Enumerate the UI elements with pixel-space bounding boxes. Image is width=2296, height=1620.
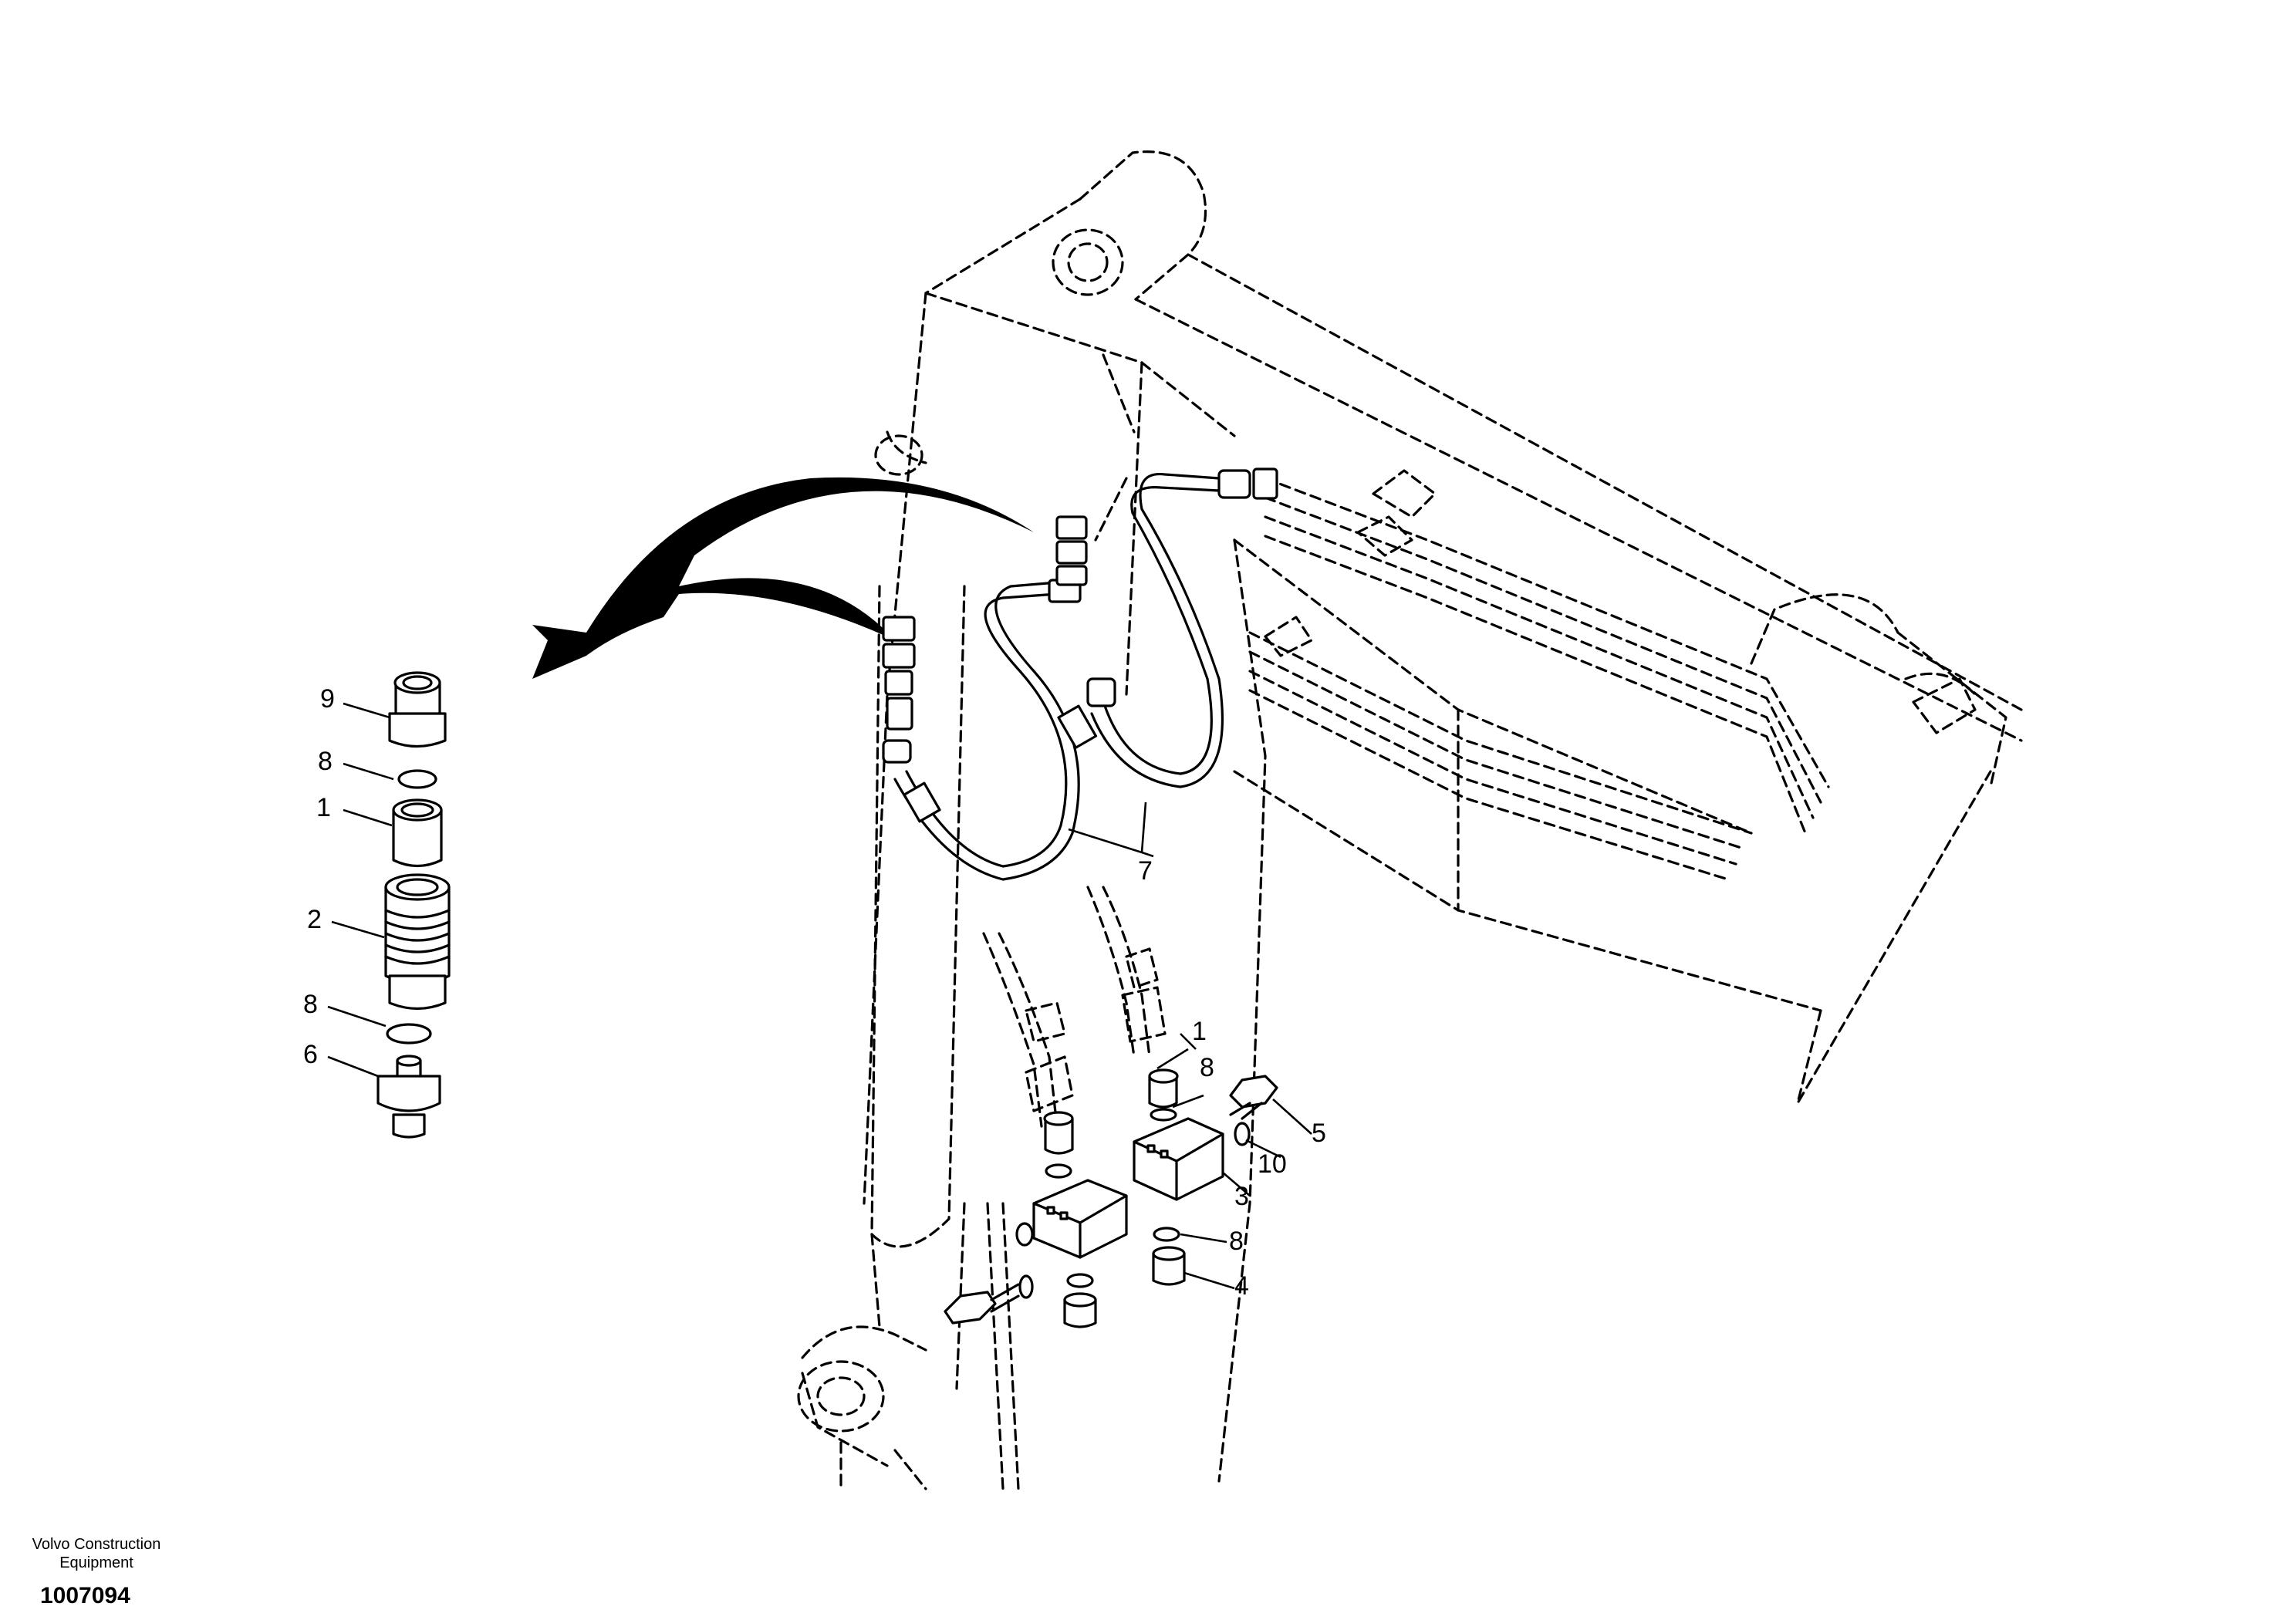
callout-2: 2 [307,905,322,934]
boom-outline [924,150,2023,1105]
callout-9: 9 [320,684,335,714]
company-name-line1: Volvo Construction [32,1536,161,1553]
leader-lines [327,702,1312,1290]
direction-arrow [532,477,1034,679]
callout-10: 10 [1258,1149,1287,1179]
document-number: 1007094 [40,1583,130,1608]
company-name-line2: Equipment [59,1554,133,1571]
callout-3: 3 [1234,1182,1249,1211]
callout-8-b: 8 [303,990,318,1019]
exploded-coupling-stack [376,671,451,1139]
arm-outline [797,292,1267,1490]
callout-6: 6 [303,1040,318,1069]
callout-7: 7 [1138,856,1153,886]
callout-1-a: 1 [316,793,331,822]
manifold-left [944,1111,1128,1328]
callout-8-c: 8 [1200,1053,1214,1082]
callout-4: 4 [1234,1271,1249,1301]
hose-assembly-7 [882,467,1278,881]
callout-1-b: 1 [1192,1017,1207,1046]
footer: Volvo Construction Equipment 1007094 [32,1536,161,1608]
manifold-right [1133,1068,1278,1286]
callout-5: 5 [1312,1119,1326,1148]
callout-8-d: 8 [1229,1227,1244,1256]
callout-8-a: 8 [318,747,333,776]
callout-labels: 9 8 1 2 8 6 7 1 8 5 10 3 8 4 [303,684,1326,1301]
